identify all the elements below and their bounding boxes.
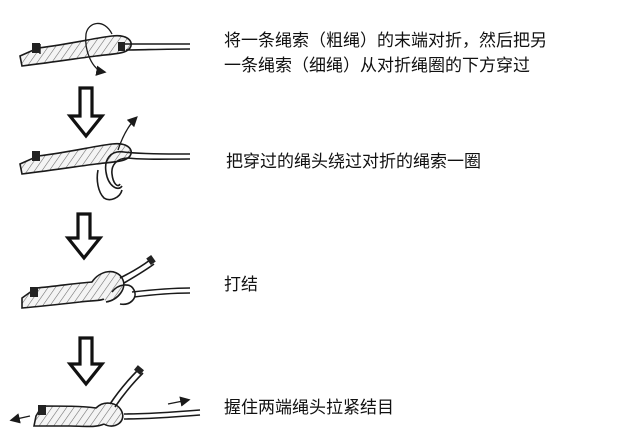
motion-arrow-icon	[117, 116, 138, 151]
motion-arrow-icon	[85, 22, 113, 76]
motion-arrow-icon	[9, 413, 31, 424]
thick-rope	[33, 405, 108, 428]
rope-end-cap	[38, 405, 46, 415]
down-arrow-icon	[64, 212, 104, 261]
step1-illustration	[19, 22, 191, 76]
step4-illustration	[9, 365, 201, 428]
thin-rope	[104, 150, 191, 190]
step3-illustration	[21, 255, 191, 309]
thick-rope	[19, 142, 132, 175]
step1-text-line1: 将一条绳索（粗绳）的末端对折，然后把另	[224, 31, 547, 51]
rope-end-cap	[32, 151, 40, 161]
step3-text: 打结	[224, 275, 258, 295]
thin-rope	[123, 409, 201, 415]
down-arrow-icon	[66, 86, 106, 139]
rope-end-cap	[30, 287, 38, 297]
step2-illustration	[19, 116, 191, 201]
step4-text: 握住两端绳头拉紧结目	[224, 398, 394, 418]
step2-text: 把穿过的绳头绕过对折的绳索一圈	[226, 152, 481, 172]
motion-arrow-icon	[167, 396, 191, 407]
step1-text-line2: 一条绳索（细绳）从对折绳圈的下方穿过	[224, 56, 530, 76]
thick-rope	[19, 34, 132, 67]
rope-end-cap	[32, 43, 40, 53]
down-arrow-icon	[66, 336, 106, 387]
thin-rope	[131, 287, 191, 293]
